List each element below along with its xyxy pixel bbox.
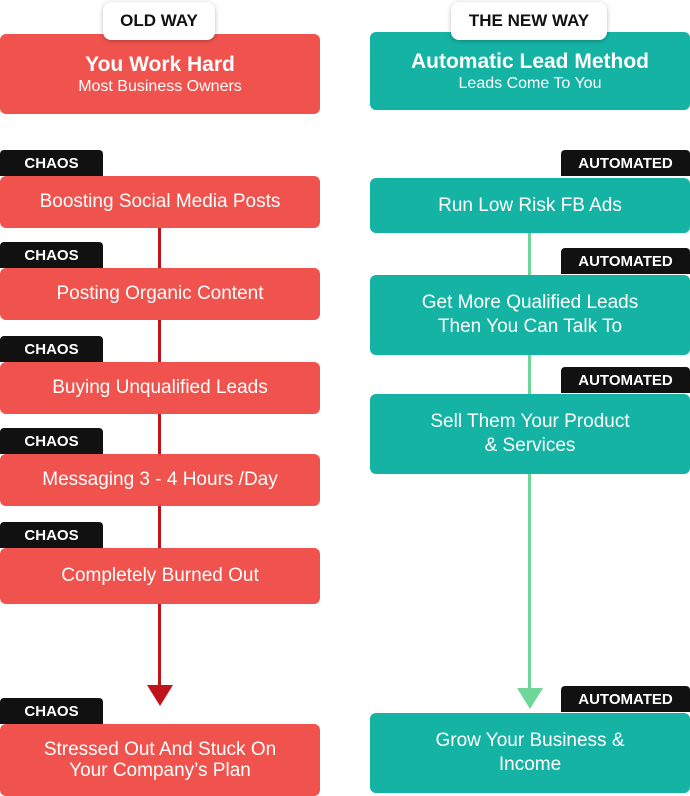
old-step-2-label: Posting Organic Content [56, 283, 264, 304]
new-step-3-line-1: Sell Them Your Product [430, 411, 630, 432]
chaos-badge: CHAOS [0, 428, 103, 454]
old-step-1: Boosting Social Media Posts [0, 176, 320, 228]
old-step-3: Buying Unqualified Leads [0, 362, 320, 414]
new-final-line-2: Income [498, 754, 562, 775]
chaos-badge: CHAOS [0, 336, 103, 362]
old-way-header-subtitle: Most Business Owners [78, 77, 242, 95]
new-step-2-line-2: Then You Can Talk To [437, 316, 623, 337]
old-step-4-label: Messaging 3 - 4 Hours /Day [42, 469, 278, 490]
new-final-line-1: Grow Your Business & [435, 730, 625, 751]
old-way-arrowhead [147, 685, 173, 706]
old-final-step: Stressed Out And Stuck On Your Company’s… [0, 724, 320, 796]
old-way-tab: OLD WAY [103, 2, 215, 40]
new-step-3-line-2: & Services [484, 435, 576, 456]
new-way-header-title: Automatic Lead Method [410, 49, 649, 73]
automated-badge: AUTOMATED [561, 367, 690, 393]
new-way-tab-label: THE NEW WAY [468, 11, 590, 30]
old-step-4: Messaging 3 - 4 Hours /Day [0, 454, 320, 506]
new-final-step: Grow Your Business & Income [370, 713, 690, 793]
chaos-badge: CHAOS [0, 698, 103, 724]
new-way-header: Automatic Lead Method Leads Come To You [370, 32, 690, 110]
automated-badge: AUTOMATED [561, 248, 690, 274]
new-step-3: Sell Them Your Product & Services [370, 394, 690, 474]
chaos-badge: CHAOS [0, 522, 103, 548]
old-way-header: You Work Hard Most Business Owners [0, 34, 320, 114]
automated-badge: AUTOMATED [561, 150, 690, 176]
new-step-2-line-1: Get More Qualified Leads [421, 292, 639, 313]
chaos-badge: CHAOS [0, 242, 103, 268]
chaos-badge: CHAOS [0, 150, 103, 176]
old-step-3-label: Buying Unqualified Leads [52, 377, 268, 398]
new-way-arrowhead [517, 688, 543, 709]
old-step-2: Posting Organic Content [0, 268, 320, 320]
new-step-1: Run Low Risk FB Ads [370, 178, 690, 233]
old-step-1-label: Boosting Social Media Posts [39, 191, 281, 212]
old-way-tab-label: OLD WAY [120, 11, 198, 30]
new-way-header-subtitle: Leads Come To You [458, 74, 602, 92]
automated-badge: AUTOMATED [561, 686, 690, 712]
new-step-2: Get More Qualified Leads Then You Can Ta… [370, 275, 690, 355]
new-step-1-label: Run Low Risk FB Ads [438, 194, 622, 216]
old-way-header-title: You Work Hard [85, 52, 235, 76]
new-way-tab: THE NEW WAY [451, 2, 607, 40]
old-final-line-1: Stressed Out And Stuck On [43, 739, 277, 760]
old-step-5: Completely Burned Out [0, 548, 320, 604]
old-final-line-2: Your Company’s Plan [69, 760, 251, 781]
old-step-5-label: Completely Burned Out [61, 565, 259, 586]
